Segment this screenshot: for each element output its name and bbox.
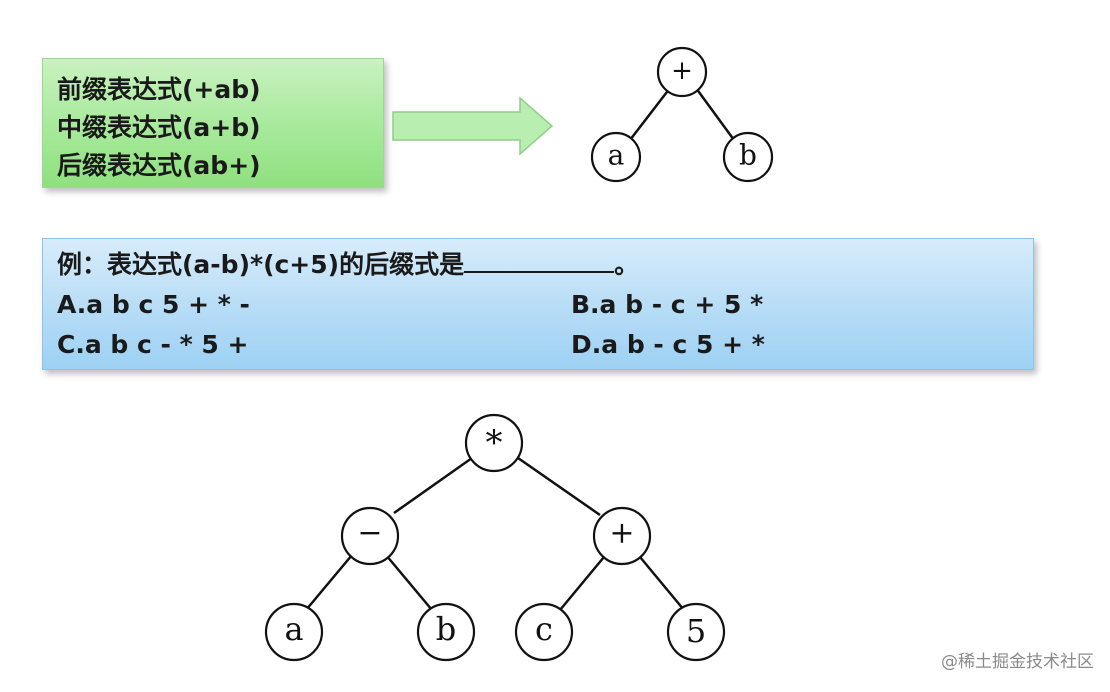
- option-b: B.a b - c + 5 *: [571, 290, 764, 319]
- tree-minus-node: −: [340, 506, 400, 566]
- watermark: @稀土掘金技术社区: [941, 652, 1094, 672]
- postfix-definition: 后缀表达式(ab+): [57, 151, 261, 180]
- tree-plus-label: +: [609, 516, 634, 551]
- expression-tree: * − + a b c 5: [264, 413, 726, 662]
- small-tree-root-label: +: [671, 56, 693, 86]
- tree-root-node: *: [464, 413, 524, 473]
- question-end-mark: 。: [614, 250, 640, 279]
- small-tree: + a b: [590, 46, 774, 183]
- tree-minus-label: −: [357, 516, 382, 551]
- tree-leaf-a: a: [264, 602, 324, 662]
- tree-leaf-b: b: [416, 602, 476, 662]
- tree-leaf-c-label: c: [535, 610, 553, 648]
- option-a: A.a b c 5 + * -: [57, 290, 250, 319]
- tree-edge-minus-b: [385, 554, 433, 611]
- small-tree-left-node: a: [590, 131, 642, 183]
- options-row-1: A.a b c 5 + * - B.a b - c + 5 *: [57, 285, 1033, 325]
- tree-plus-node: +: [592, 506, 652, 566]
- small-tree-edge-left: [629, 87, 671, 141]
- right-arrow-icon: [392, 96, 554, 156]
- tree-root-label: *: [486, 423, 503, 463]
- example-box: 例：表达式(a-b)*(c+5)的后缀式是 。 A.a b c 5 + * - B…: [42, 238, 1034, 370]
- definitions-box: 前缀表达式(+ab) 中缀表达式(a+b) 后缀表达式(ab+): [42, 58, 384, 188]
- small-tree-right-node: b: [722, 131, 774, 183]
- tree-leaf-5: 5: [666, 602, 726, 662]
- option-d: D.a b - c 5 + *: [571, 330, 765, 359]
- small-tree-right-label: b: [739, 139, 757, 172]
- tree-edge-plus-c: [559, 556, 605, 611]
- tree-leaf-a-label: a: [284, 610, 303, 648]
- small-tree-edge-right: [694, 87, 736, 141]
- tree-leaf-5-label: 5: [686, 612, 706, 650]
- tree-leaf-c: c: [514, 602, 574, 662]
- infix-definition: 中缀表达式(a+b): [57, 113, 261, 142]
- answer-blank: [464, 247, 615, 273]
- options-row-2: C.a b c - * 5 + D.a b - c 5 + *: [57, 325, 1033, 365]
- small-tree-left-label: a: [608, 139, 625, 172]
- tree-edge-root-right: [517, 456, 601, 517]
- small-tree-root-node: +: [656, 46, 708, 98]
- tree-edge-root-left: [393, 456, 473, 515]
- option-c: C.a b c - * 5 +: [57, 330, 249, 359]
- question-text: 例：表达式(a-b)*(c+5)的后缀式是: [57, 250, 465, 279]
- prefix-definition: 前缀表达式(+ab): [57, 75, 261, 104]
- example-question: 例：表达式(a-b)*(c+5)的后缀式是 。: [57, 245, 1033, 285]
- tree-edge-minus-a: [305, 554, 353, 611]
- tree-leaf-b-label: b: [436, 610, 456, 648]
- tree-edge-plus-5: [639, 556, 685, 611]
